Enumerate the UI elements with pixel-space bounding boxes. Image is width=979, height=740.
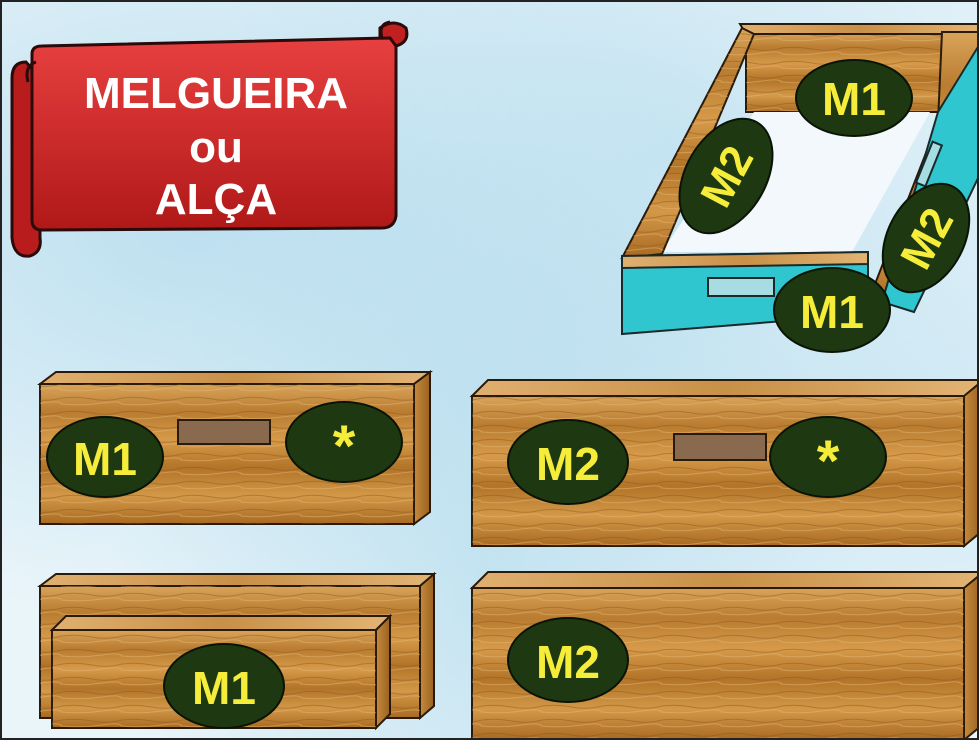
piece-m2-with-handle: M2 *	[469, 379, 977, 549]
handle-slot	[673, 433, 767, 461]
piece1-mark: *	[333, 414, 356, 479]
box-label-back: M1	[795, 59, 913, 137]
piece-m2-plain: M2	[469, 571, 977, 738]
piece-m1-double-board: M1	[37, 571, 437, 731]
piece4-label: M2	[536, 636, 600, 688]
box-label-left: M2	[678, 117, 774, 235]
banner-line-2: ou	[189, 123, 243, 172]
handle-slot	[177, 419, 271, 445]
banner-line-3: ALÇA	[155, 175, 277, 224]
svg-text:M1: M1	[822, 73, 886, 125]
piece2-label: M2	[536, 438, 600, 490]
banner-line-1: MELGUEIRA	[84, 69, 348, 118]
title-banner: MELGUEIRA ou ALÇA	[10, 20, 409, 258]
piece-m1-with-handle: M1 *	[37, 370, 433, 526]
svg-text:M1: M1	[800, 286, 864, 338]
piece3-label: M1	[192, 662, 256, 714]
piece2-mark: *	[817, 429, 840, 494]
box-label-right: M2	[881, 182, 971, 294]
piece1-label: M1	[73, 433, 137, 485]
assembled-box: M1 M2 M2 M1	[620, 23, 977, 353]
box-label-front: M1	[773, 267, 891, 353]
